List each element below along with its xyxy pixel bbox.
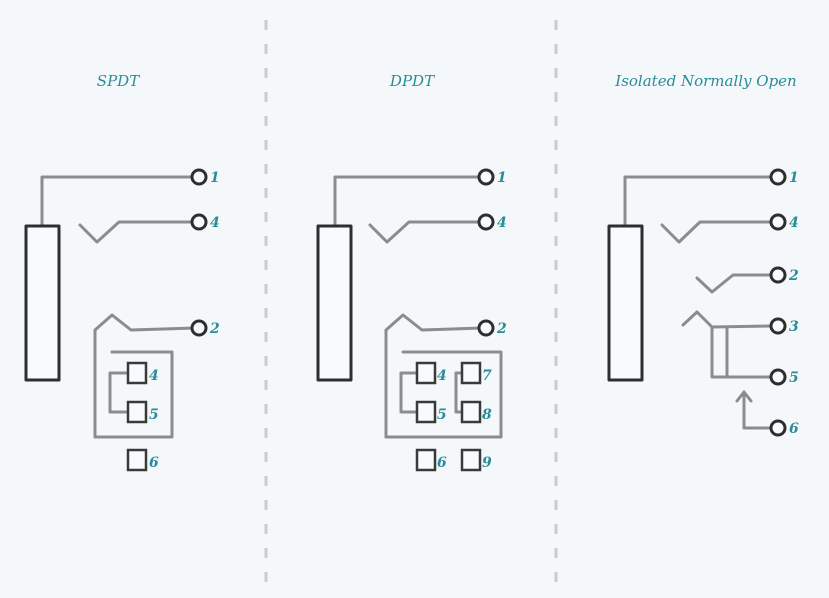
lower-switch-wire	[384, 313, 484, 439]
switch-arm-wire	[368, 220, 484, 244]
pin-jumper-wire-left	[399, 371, 419, 414]
pin-label: 7	[482, 368, 492, 384]
terminal-3	[769, 317, 787, 335]
pin-label: 4	[437, 368, 447, 384]
panel-title: Isolated Normally Open	[614, 72, 796, 90]
pin-label: 4	[149, 368, 159, 384]
switch-arm-wire	[78, 220, 197, 244]
terminal-label: 6	[789, 421, 799, 437]
terminal-5	[769, 368, 787, 386]
common-wire	[623, 175, 775, 230]
switch-arm-wire	[660, 220, 775, 244]
terminal-4	[190, 213, 208, 231]
terminal-1	[190, 168, 208, 186]
pin-6	[126, 448, 148, 472]
pin-jumper-wire-right	[454, 371, 464, 414]
pin-9	[460, 448, 482, 472]
terminal-label: 2	[788, 268, 799, 284]
terminal-label: 4	[210, 215, 220, 231]
terminal-label: 4	[497, 215, 507, 231]
pin-label: 5	[437, 407, 447, 423]
contact-loop-wire	[93, 350, 174, 439]
pin-label: 6	[149, 455, 159, 471]
lower-switch-wire	[93, 313, 197, 439]
terminal-2	[769, 266, 787, 284]
terminal-5-wire	[710, 325, 775, 379]
terminal-label: 1	[210, 170, 220, 186]
common-wire	[40, 175, 197, 230]
terminal-label: 1	[497, 170, 507, 186]
terminal-6-wire	[742, 390, 775, 430]
panel-title: DPDT	[389, 72, 435, 90]
actuator-bar	[316, 224, 353, 382]
terminal-2	[477, 319, 495, 337]
panel-isolated-normally-open: Isolated Normally Open 1 4 2 3 5 6	[607, 72, 799, 437]
pin-6	[415, 448, 437, 472]
terminal-2	[190, 319, 208, 337]
pin-label: 8	[482, 407, 492, 423]
panel-dpdt: DPDT 1 4 2 4 5 6 7 8 9	[316, 72, 507, 472]
pin-label: 9	[482, 455, 492, 471]
pin-4	[415, 361, 437, 385]
pin-4	[126, 361, 148, 385]
terminal-4	[769, 213, 787, 231]
terminal-1	[769, 168, 787, 186]
pin-5	[415, 400, 437, 424]
pin-5	[126, 400, 148, 424]
terminal-label: 1	[789, 170, 799, 186]
terminal-label: 5	[789, 370, 799, 386]
terminal-label: 4	[789, 215, 799, 231]
terminal-2-wire	[695, 273, 775, 294]
contact-loop-wire	[384, 350, 503, 439]
pin-8	[460, 400, 482, 424]
panel-title: SPDT	[97, 72, 140, 90]
terminal-label: 3	[789, 319, 799, 335]
pin-7	[460, 361, 482, 385]
terminal-label: 2	[209, 321, 220, 337]
actuator-bar	[607, 224, 644, 382]
terminal-4	[477, 213, 495, 231]
terminal-6	[769, 419, 787, 437]
actuator-bar	[24, 224, 61, 382]
panel-spdt: SPDT 1 4 2 4 5 6	[24, 72, 220, 472]
arrow-up-icon	[735, 390, 753, 403]
common-wire	[333, 175, 484, 230]
pin-label: 6	[437, 455, 447, 471]
terminal-1	[477, 168, 495, 186]
pin-label: 5	[149, 407, 159, 423]
terminal-3-wire	[681, 310, 775, 329]
pin-jumper-wire	[108, 371, 130, 414]
terminal-label: 2	[496, 321, 507, 337]
